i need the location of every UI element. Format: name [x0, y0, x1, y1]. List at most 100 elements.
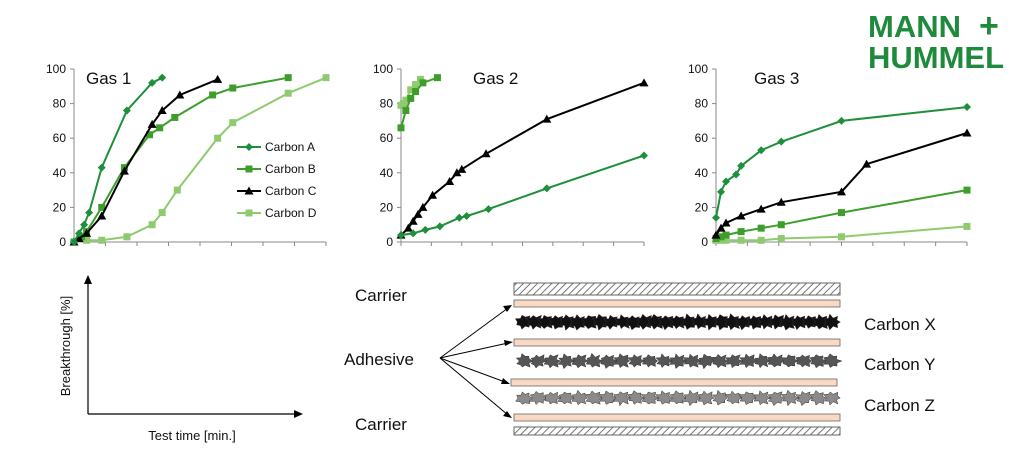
- carbon-particle: [679, 313, 699, 330]
- series-carbon-d: [712, 222, 971, 244]
- carbon-particle: [697, 353, 715, 370]
- data-point-carbon-c: [962, 128, 972, 137]
- carbon-particle: [530, 354, 548, 369]
- carbon-particle: [598, 390, 619, 405]
- carbon-particle: [515, 353, 535, 368]
- carbon-particle: [543, 354, 562, 369]
- data-point-carbon-c: [639, 78, 649, 87]
- y-tick-label: 60: [380, 131, 394, 145]
- data-point-carbon-c: [452, 168, 462, 177]
- carbon-particle: [585, 352, 605, 368]
- carbon-particle: [757, 314, 777, 330]
- carbon-z-layer: [515, 389, 841, 407]
- data-point-carbon-c: [837, 187, 846, 196]
- y-tick-label: 100: [688, 62, 708, 76]
- carbon-particle: [808, 390, 827, 406]
- arrowhead-2: [504, 340, 513, 346]
- label-carrier-top: Carrier: [355, 286, 407, 305]
- legend-label: Carbon B: [265, 162, 316, 176]
- adhesive-layer-1: [513, 299, 841, 308]
- data-point-carbon-d: [158, 209, 166, 217]
- adhesive-layer-3: [510, 378, 838, 387]
- legend-item-carbon-d: Carbon D: [237, 206, 317, 220]
- legend-marker: [245, 209, 253, 217]
- data-point-carbon-a: [757, 146, 766, 155]
- label-carbon-y: Carbon Y: [864, 355, 936, 374]
- data-point-carbon-b: [397, 124, 405, 132]
- carbon-particle: [515, 391, 533, 405]
- data-point-carbon-d: [412, 81, 420, 89]
- label-carbon-z: Carbon Z: [864, 396, 935, 415]
- logo-line2: HUMMEL: [868, 40, 1004, 75]
- data-point-carbon-b: [156, 124, 164, 132]
- data-point-carbon-c: [756, 204, 766, 213]
- data-point-carbon-a: [148, 78, 157, 87]
- data-point-carbon-c: [413, 209, 423, 218]
- data-point-carbon-c: [862, 159, 872, 168]
- carbon-particle: [626, 354, 646, 368]
- carbon-particle: [738, 391, 757, 405]
- y-tick-label: 40: [380, 166, 394, 180]
- data-point-carbon-d: [757, 236, 765, 244]
- carbon-particle: [654, 390, 674, 405]
- pointer-line-2: [439, 342, 509, 359]
- carbon-particle: [682, 353, 703, 368]
- carbon-particle: [780, 389, 801, 407]
- data-point-carbon-c: [445, 176, 455, 185]
- data-point-carbon-b: [229, 84, 237, 92]
- data-point-carbon-c: [481, 149, 491, 158]
- legend-label: Carbon D: [265, 206, 317, 220]
- schematic-axes: Breakthrough [%] Test time [min.]: [58, 275, 303, 443]
- data-point-carbon-c: [157, 106, 167, 115]
- data-point-carbon-a: [75, 229, 84, 238]
- label-carrier-bottom: Carrier: [355, 415, 407, 434]
- data-point-carbon-c: [721, 218, 731, 227]
- legend-marker: [244, 186, 254, 195]
- data-point-carbon-c: [542, 114, 552, 123]
- data-point-carbon-b: [717, 233, 725, 241]
- carbon-particle: [612, 391, 632, 407]
- data-point-carbon-c: [403, 223, 413, 232]
- data-point-carbon-d: [284, 89, 292, 97]
- data-point-carbon-b: [722, 231, 730, 239]
- carbon-particle: [767, 391, 785, 407]
- data-point-carbon-d: [737, 236, 745, 244]
- data-point-carbon-c: [119, 166, 129, 175]
- legend-item-carbon-c: Carbon C: [237, 184, 317, 198]
- data-point-carbon-a: [722, 177, 731, 186]
- carbon-particle: [767, 314, 787, 330]
- y-tick-label: 60: [695, 131, 709, 145]
- carbon-particle: [668, 353, 687, 369]
- data-point-carbon-d: [402, 96, 410, 104]
- carbon-particle: [571, 389, 589, 406]
- data-point-carbon-c: [74, 234, 84, 243]
- data-point-carbon-a: [963, 103, 971, 112]
- data-point-carbon-a: [421, 225, 430, 234]
- data-point-carbon-b: [98, 203, 106, 211]
- data-point-carbon-c: [418, 202, 428, 211]
- legend-label: Carbon C: [265, 184, 317, 198]
- logo-line1: MANN: [868, 9, 961, 44]
- y-tick-label: 100: [373, 62, 393, 76]
- adhesive-layer-4: [513, 413, 841, 422]
- data-point-carbon-d: [407, 86, 415, 94]
- carbon-particle: [710, 354, 728, 369]
- data-point-carbon-b: [284, 74, 292, 82]
- data-point-carbon-a: [717, 187, 726, 196]
- carbon-particle: [591, 313, 612, 331]
- series-carbon-c: [396, 78, 649, 239]
- data-point-carbon-d: [777, 235, 785, 243]
- carbon-particle: [655, 353, 674, 369]
- data-point-carbon-a: [455, 213, 464, 222]
- carbon-x-layer: [514, 313, 841, 331]
- arrowhead-4: [503, 411, 512, 418]
- carbon-particle: [822, 391, 841, 406]
- data-point-carbon-c: [716, 223, 726, 232]
- carbon-particle: [556, 391, 577, 405]
- carbon-particle: [754, 353, 771, 369]
- data-point-carbon-a: [462, 212, 471, 221]
- data-point-carbon-a: [777, 137, 786, 146]
- arrowhead-1: [503, 305, 512, 312]
